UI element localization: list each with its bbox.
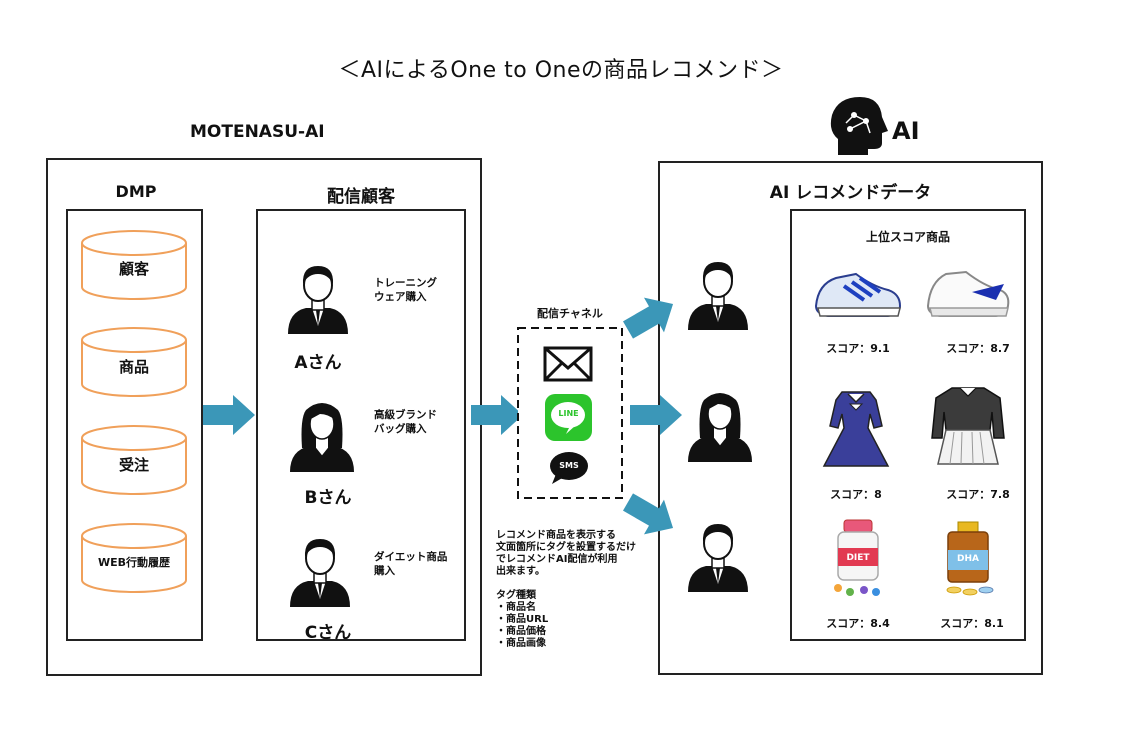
person-b-purchase: 高級ブランド バッグ購入 bbox=[374, 408, 437, 436]
channel-label: 配信チャネル bbox=[537, 307, 603, 320]
tag-item: ・商品URL bbox=[496, 614, 549, 625]
arrow-dmp-to-customers bbox=[203, 395, 255, 435]
channel-note: レコメンド商品を表示する 文面箇所にタグを設置するだけ でレコメンドAI配信が利… bbox=[496, 530, 636, 650]
sweater-skirt-icon bbox=[931, 387, 1005, 465]
recipient-b-icon bbox=[687, 392, 753, 463]
product-score: スコア：8.7 bbox=[946, 342, 1010, 355]
product-score: スコア：8.4 bbox=[826, 617, 890, 630]
dmp-label: DMP bbox=[115, 182, 157, 201]
dmp-item-order: 受注 bbox=[118, 456, 149, 474]
customers-label: 配信顧客 bbox=[327, 187, 395, 207]
person-b-name: Bさん bbox=[304, 488, 352, 508]
dmp-item-web-history: WEB行動履歴 bbox=[97, 556, 171, 569]
arrow-to-person-b bbox=[630, 395, 682, 435]
sneaker-white-icon bbox=[926, 270, 1010, 317]
products-label: 上位スコア商品 bbox=[865, 230, 950, 244]
person-a-name: Aさん bbox=[294, 353, 342, 373]
tag-item: ・商品価格 bbox=[496, 626, 546, 637]
channel-note-line: でレコメンドAI配信が利用 bbox=[496, 554, 618, 565]
product-score: スコア：7.8 bbox=[946, 488, 1010, 501]
person-a-purchase: トレーニング ウェア購入 bbox=[374, 276, 437, 304]
recipient-a-icon bbox=[687, 261, 749, 331]
person-a-purchase-line: トレーニング bbox=[374, 277, 437, 289]
line-icon bbox=[545, 394, 592, 441]
tag-item: ・商品名 bbox=[496, 602, 536, 613]
tag-item: ・商品画像 bbox=[496, 638, 546, 649]
channel-note-line: 出来ます。 bbox=[496, 566, 545, 577]
person-b-purchase-line: 高級ブランド bbox=[374, 409, 437, 421]
person-c-purchase-line: ダイエット商品 bbox=[374, 551, 448, 563]
channel-note-line: レコメンド商品を表示する bbox=[496, 530, 616, 541]
sneaker-blue-icon bbox=[814, 272, 902, 317]
dha-bottle-icon bbox=[946, 521, 994, 596]
motenasu-label: MOTENASU-AI bbox=[190, 122, 325, 142]
person-a-purchase-line: ウェア購入 bbox=[374, 291, 427, 303]
diet-bottle-icon bbox=[834, 519, 880, 596]
person-b-purchase-line: バッグ購入 bbox=[374, 423, 427, 435]
channel-note-line: 文面箇所にタグを設置するだけ bbox=[496, 542, 636, 553]
product-score: スコア：8.1 bbox=[940, 617, 1004, 630]
dress-icon bbox=[822, 391, 890, 467]
person-a-icon bbox=[287, 265, 349, 335]
diet-label-text: DIET bbox=[846, 553, 870, 563]
tag-type-label: タグ種類 bbox=[496, 590, 536, 601]
mail-icon bbox=[543, 346, 593, 382]
diagram-title: ＜AIによるOne to Oneの商品レコメンド＞ bbox=[338, 58, 784, 83]
person-c-purchase-line: 購入 bbox=[374, 565, 395, 577]
person-c-icon bbox=[289, 538, 351, 608]
recipient-c-icon bbox=[687, 523, 749, 593]
person-c-purchase: ダイエット商品 購入 bbox=[374, 550, 447, 578]
dmp-item-customer: 顧客 bbox=[118, 260, 149, 278]
ai-recommend-label: AI レコメンドデータ bbox=[769, 183, 932, 203]
ai-label: AI bbox=[892, 117, 920, 145]
customers-box bbox=[256, 209, 466, 641]
arrow-customers-to-channel bbox=[471, 395, 523, 435]
person-c-name: Cさん bbox=[304, 623, 352, 643]
ai-head-icon bbox=[830, 97, 888, 155]
sms-icon-text: SMS bbox=[559, 461, 579, 470]
person-b-icon bbox=[289, 402, 355, 473]
dmp-item-product: 商品 bbox=[118, 358, 149, 376]
line-icon-text: LINE bbox=[558, 409, 579, 418]
product-score: スコア：8 bbox=[830, 488, 882, 501]
sms-icon bbox=[550, 452, 588, 484]
product-score: スコア：9.1 bbox=[826, 342, 890, 355]
dha-label-text: DHA bbox=[957, 554, 979, 564]
